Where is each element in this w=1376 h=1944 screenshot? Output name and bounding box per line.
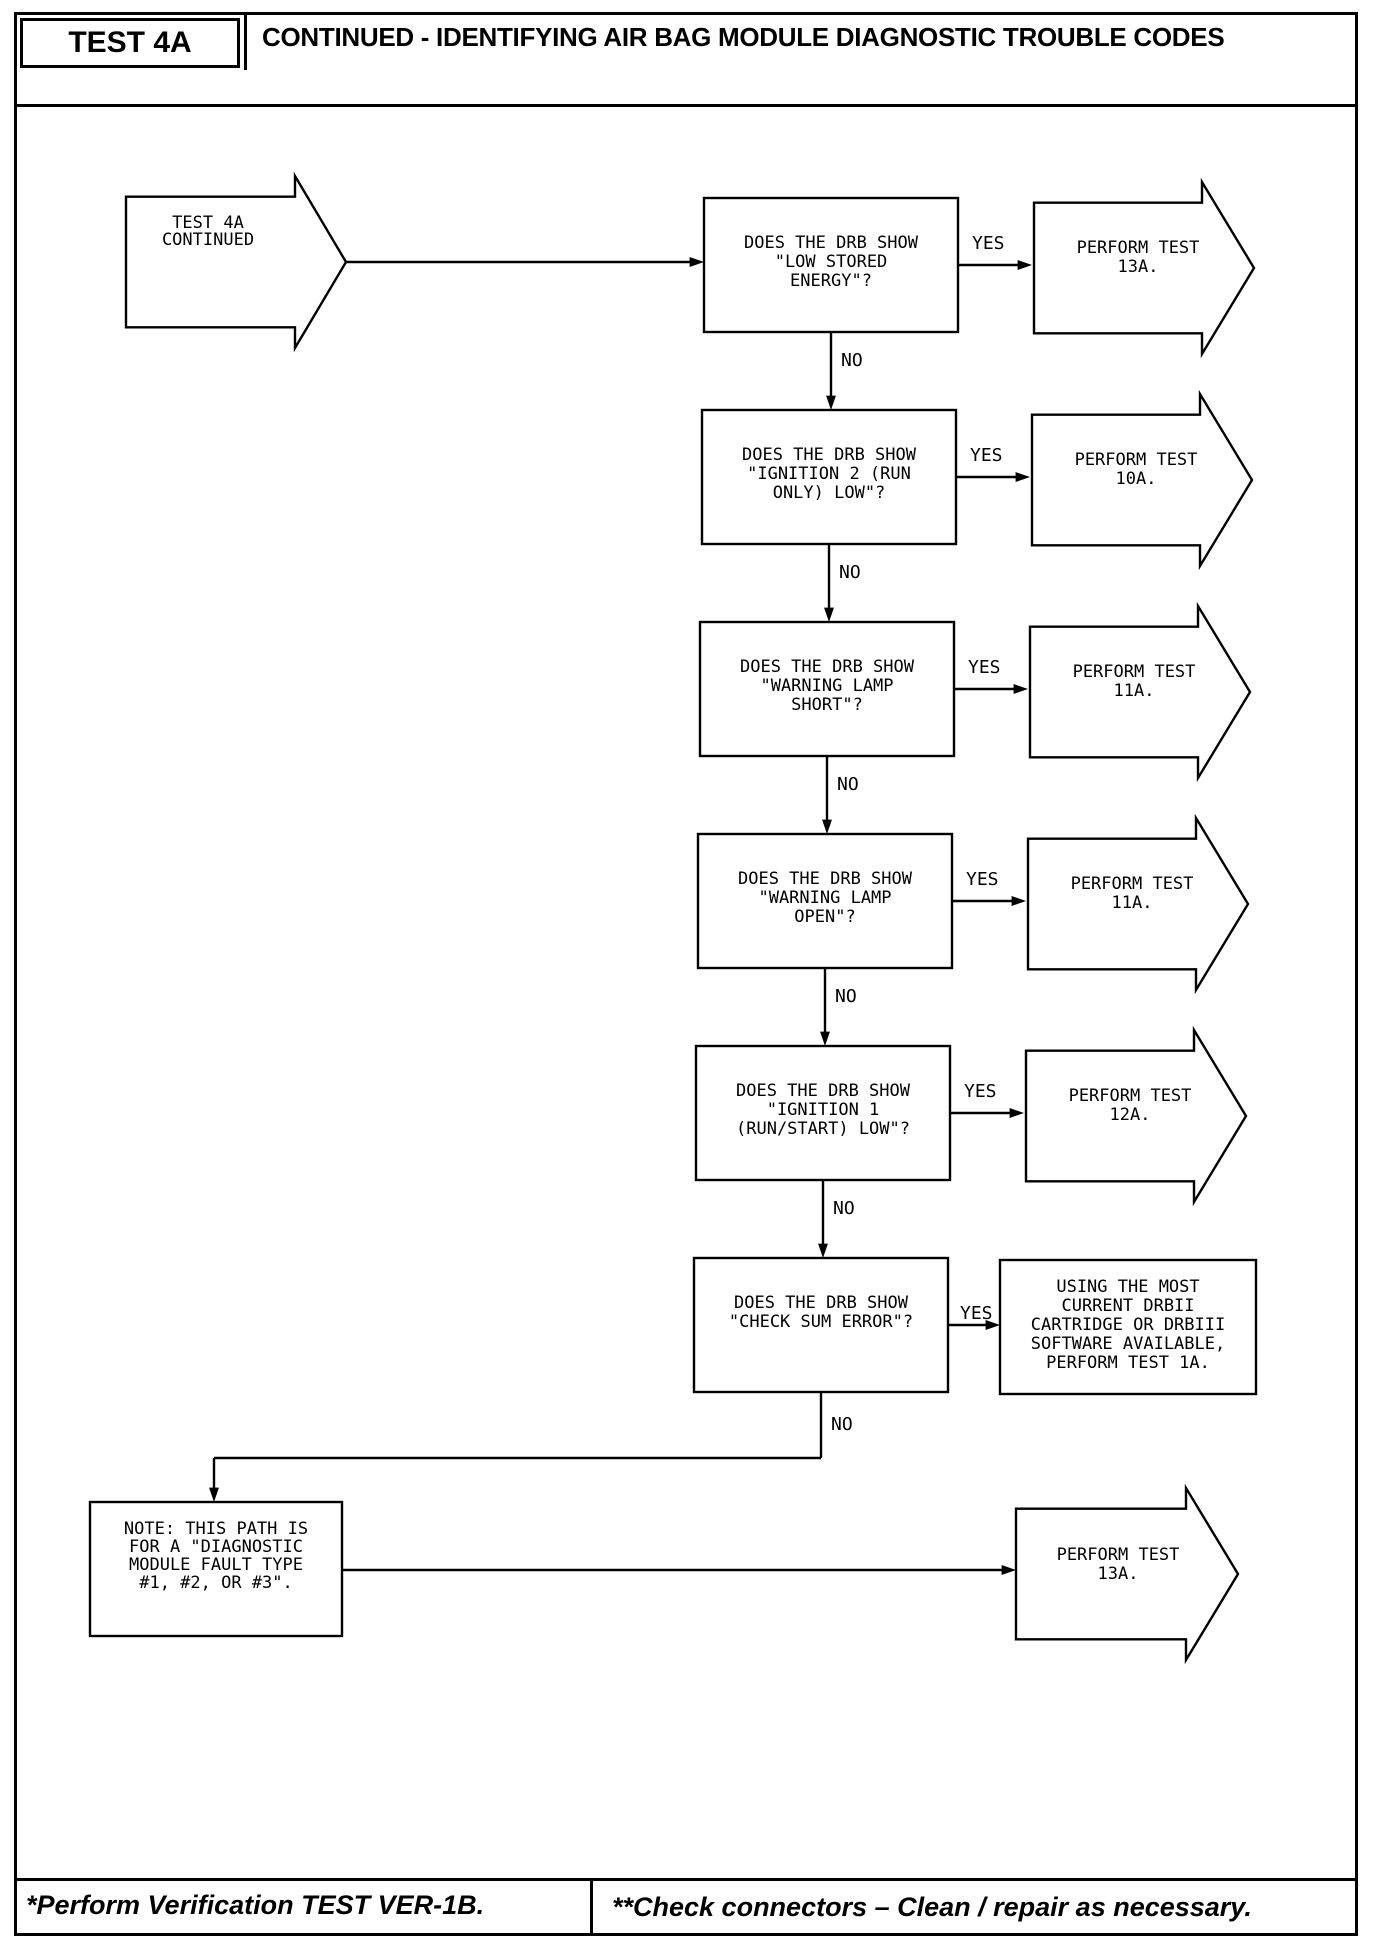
result-arrow [1032, 177, 1256, 359]
result-text: CARTRIDGE OR DRBIII [1031, 1315, 1225, 1335]
arrowhead [1011, 896, 1026, 906]
start-label: CONTINUED [162, 230, 254, 250]
no-label: NO [837, 774, 859, 795]
arrowhead [820, 1031, 830, 1046]
yes-label: YES [964, 1081, 997, 1102]
footer-rule [14, 1878, 1358, 1881]
result-text: 11A. [1112, 893, 1153, 913]
decision-text: DOES THE DRB SHOW [738, 869, 913, 889]
decision-box [696, 832, 954, 970]
result-text: PERFORM TEST [1071, 874, 1194, 894]
result-text: USING THE MOST [1056, 1277, 1199, 1297]
result-text: 12A. [1110, 1105, 1151, 1125]
no-label: NO [833, 1198, 855, 1219]
header-rule [14, 104, 1358, 107]
result-arrow [1024, 1025, 1248, 1207]
decision-text: (RUN/START) LOW"? [736, 1119, 910, 1139]
arrowhead [826, 395, 836, 410]
decision-box [692, 1256, 950, 1394]
decision-text: OPEN"? [794, 907, 855, 927]
decision-text: DOES THE DRB SHOW [744, 233, 919, 253]
result-text: PERFORM TEST [1057, 1545, 1180, 1565]
start-label: TEST 4A [172, 213, 244, 233]
decision-text: DOES THE DRB SHOW [740, 657, 915, 677]
decision-text: "WARNING LAMP [758, 888, 891, 908]
decision-box [702, 196, 960, 334]
result-arrow [1028, 601, 1252, 783]
result-text: 11A. [1114, 681, 1155, 701]
result-text: 13A. [1118, 257, 1159, 277]
decision-text: SHORT"? [791, 695, 863, 715]
yes-label: YES [970, 445, 1003, 466]
decision-text: ENERGY"? [790, 271, 872, 291]
no-label: NO [831, 1414, 853, 1435]
arrowhead [822, 819, 832, 834]
no-label: NO [835, 986, 857, 1007]
header-divider [244, 12, 247, 70]
arrowhead [818, 1243, 828, 1258]
footer-verification-note: *Perform Verification TEST VER-1B. [26, 1890, 485, 1920]
decision-text: DOES THE DRB SHOW [742, 445, 917, 465]
arrowhead [209, 1487, 219, 1502]
arrowhead [689, 257, 704, 267]
result-text: 10A. [1116, 469, 1157, 489]
decision-text: "CHECK SUM ERROR"? [729, 1312, 913, 1332]
result-text: PERFORM TEST 1A. [1046, 1353, 1210, 1373]
decision-text: "LOW STORED [775, 252, 888, 272]
yes-label: YES [968, 657, 1001, 678]
footer-connectors-note: **Check connectors – Clean / repair as n… [612, 1892, 1252, 1922]
result-arrow [1030, 389, 1254, 571]
yes-label: YES [972, 233, 1005, 254]
note-box [88, 1500, 344, 1638]
decision-text: DOES THE DRB SHOW [736, 1081, 911, 1101]
yes-label: YES [966, 869, 999, 890]
arrowhead [1013, 684, 1028, 694]
yes-label: YES [960, 1303, 993, 1324]
test-id-box: TEST 4A [20, 18, 240, 68]
arrowhead [824, 607, 834, 622]
page-title: CONTINUED - IDENTIFYING AIR BAG MODULE D… [262, 22, 1225, 52]
decision-text: DOES THE DRB SHOW [734, 1293, 909, 1313]
note-text: #1, #2, OR #3". [139, 1573, 293, 1593]
result-arrow [1026, 813, 1250, 995]
result-text: 13A. [1098, 1564, 1139, 1584]
decision-box [694, 1044, 952, 1182]
arrowhead [1009, 1108, 1024, 1118]
result-text: PERFORM TEST [1073, 662, 1196, 682]
arrowhead [1017, 260, 1032, 270]
decision-text: ONLY) LOW"? [773, 483, 886, 503]
result-text: PERFORM TEST [1077, 238, 1200, 258]
result-text: CURRENT DRBII [1061, 1296, 1194, 1316]
decision-text: "IGNITION 2 (RUN [747, 464, 911, 484]
no-label: NO [841, 350, 863, 371]
arrowhead [1001, 1565, 1016, 1575]
decision-text: "IGNITION 1 [767, 1100, 880, 1120]
result-arrow [1014, 1483, 1240, 1665]
note-text: NOTE: THIS PATH IS [124, 1519, 308, 1539]
note-text: MODULE FAULT TYPE [129, 1555, 303, 1575]
arrowhead [1015, 472, 1030, 482]
start-arrow [124, 171, 348, 353]
result-box [998, 1258, 1258, 1396]
result-text: PERFORM TEST [1069, 1086, 1192, 1106]
arrowhead [985, 1320, 1000, 1330]
no-label: NO [839, 562, 861, 583]
footer-divider [590, 1878, 593, 1936]
result-text: PERFORM TEST [1075, 450, 1198, 470]
decision-text: "WARNING LAMP [760, 676, 893, 696]
note-text: FOR A "DIAGNOSTIC [129, 1537, 303, 1557]
page-frame [14, 12, 1358, 1936]
result-text: SOFTWARE AVAILABLE, [1031, 1334, 1225, 1354]
